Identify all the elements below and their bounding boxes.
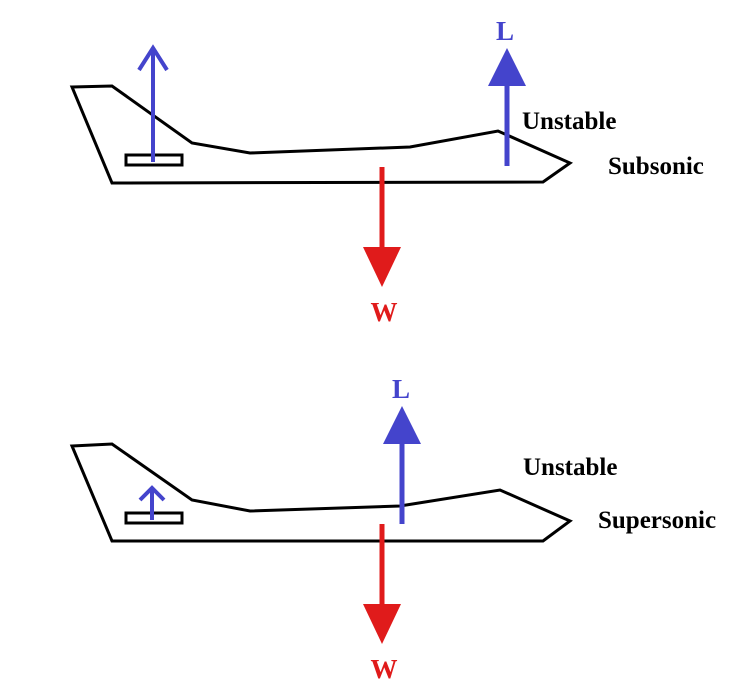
aircraft-outline bbox=[69, 442, 573, 543]
weight-label: W bbox=[371, 297, 398, 327]
weight-arrow bbox=[363, 167, 401, 287]
tail-lift-arrow bbox=[138, 485, 166, 520]
stability-label: Unstable bbox=[523, 454, 617, 481]
lift-label: L bbox=[392, 374, 410, 404]
aircraft-outline bbox=[69, 84, 574, 185]
tail-lift-arrow bbox=[137, 44, 169, 162]
weight-label: W bbox=[371, 654, 398, 684]
lift-arrow bbox=[488, 48, 526, 166]
lift-arrow bbox=[383, 406, 421, 524]
regime-label: Supersonic bbox=[598, 507, 716, 534]
regime-label: Subsonic bbox=[608, 153, 704, 180]
panel-supersonic: L W Unstable Supersonic bbox=[69, 374, 716, 684]
lift-label: L bbox=[496, 16, 514, 46]
stability-label: Unstable bbox=[522, 108, 616, 135]
panel-subsonic: L W Unstable Subsonic bbox=[69, 16, 704, 327]
weight-arrow bbox=[363, 524, 401, 644]
